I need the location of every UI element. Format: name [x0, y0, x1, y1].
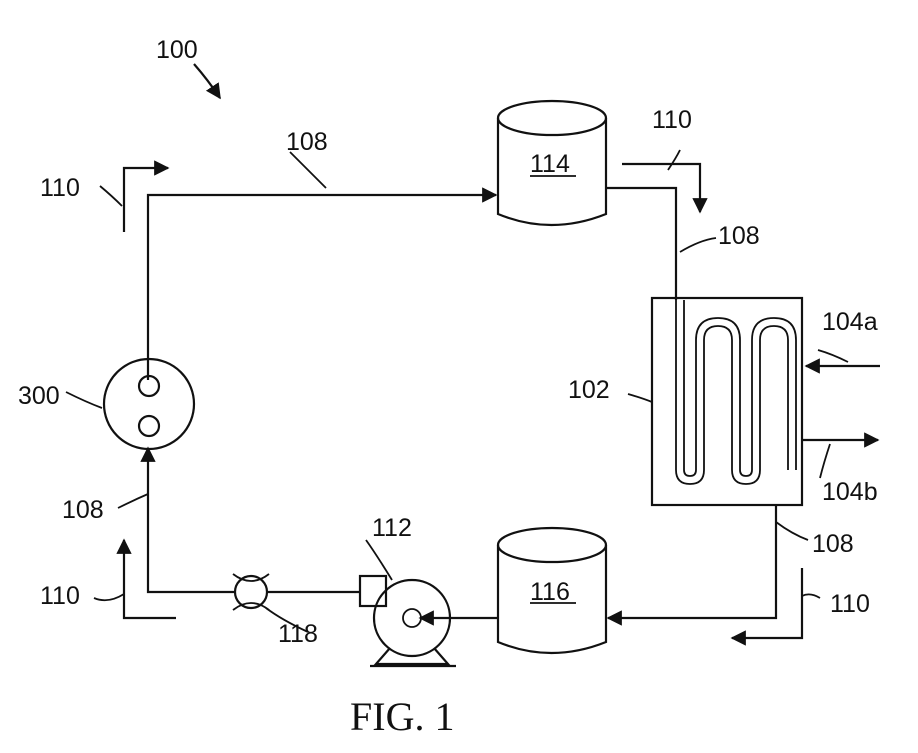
label-114: 114 — [530, 150, 570, 178]
region-arrow-bottom-right — [732, 568, 802, 638]
label-110-top-left: 110 — [40, 174, 80, 202]
label-110-bottom-right: 110 — [830, 590, 870, 618]
label-108-left: 108 — [62, 496, 104, 524]
flow-path — [148, 188, 796, 618]
label-118: 118 — [278, 620, 318, 648]
label-108-right-top: 108 — [718, 222, 760, 250]
check-valve-118 — [233, 574, 269, 610]
label-104b: 104b — [822, 478, 878, 506]
region-arrow-bottom-left — [124, 540, 176, 618]
region-arrow-top-left — [124, 168, 168, 232]
label-102: 102 — [568, 376, 610, 404]
label-116: 116 — [530, 578, 570, 606]
label-112: 112 — [372, 514, 412, 542]
label-110-top-right: 110 — [652, 106, 692, 134]
label-108-top: 108 — [286, 128, 328, 156]
label-100: 100 — [156, 36, 198, 64]
system-arrow — [194, 64, 220, 98]
label-300: 300 — [18, 382, 60, 410]
heat-exchanger-coil — [676, 300, 788, 484]
pump-112 — [360, 576, 456, 666]
label-104a: 104a — [822, 308, 878, 336]
label-108-right-bottom: 108 — [812, 530, 854, 558]
label-110-bottom-left: 110 — [40, 582, 80, 610]
figure-caption: FIG. 1 — [350, 694, 454, 739]
